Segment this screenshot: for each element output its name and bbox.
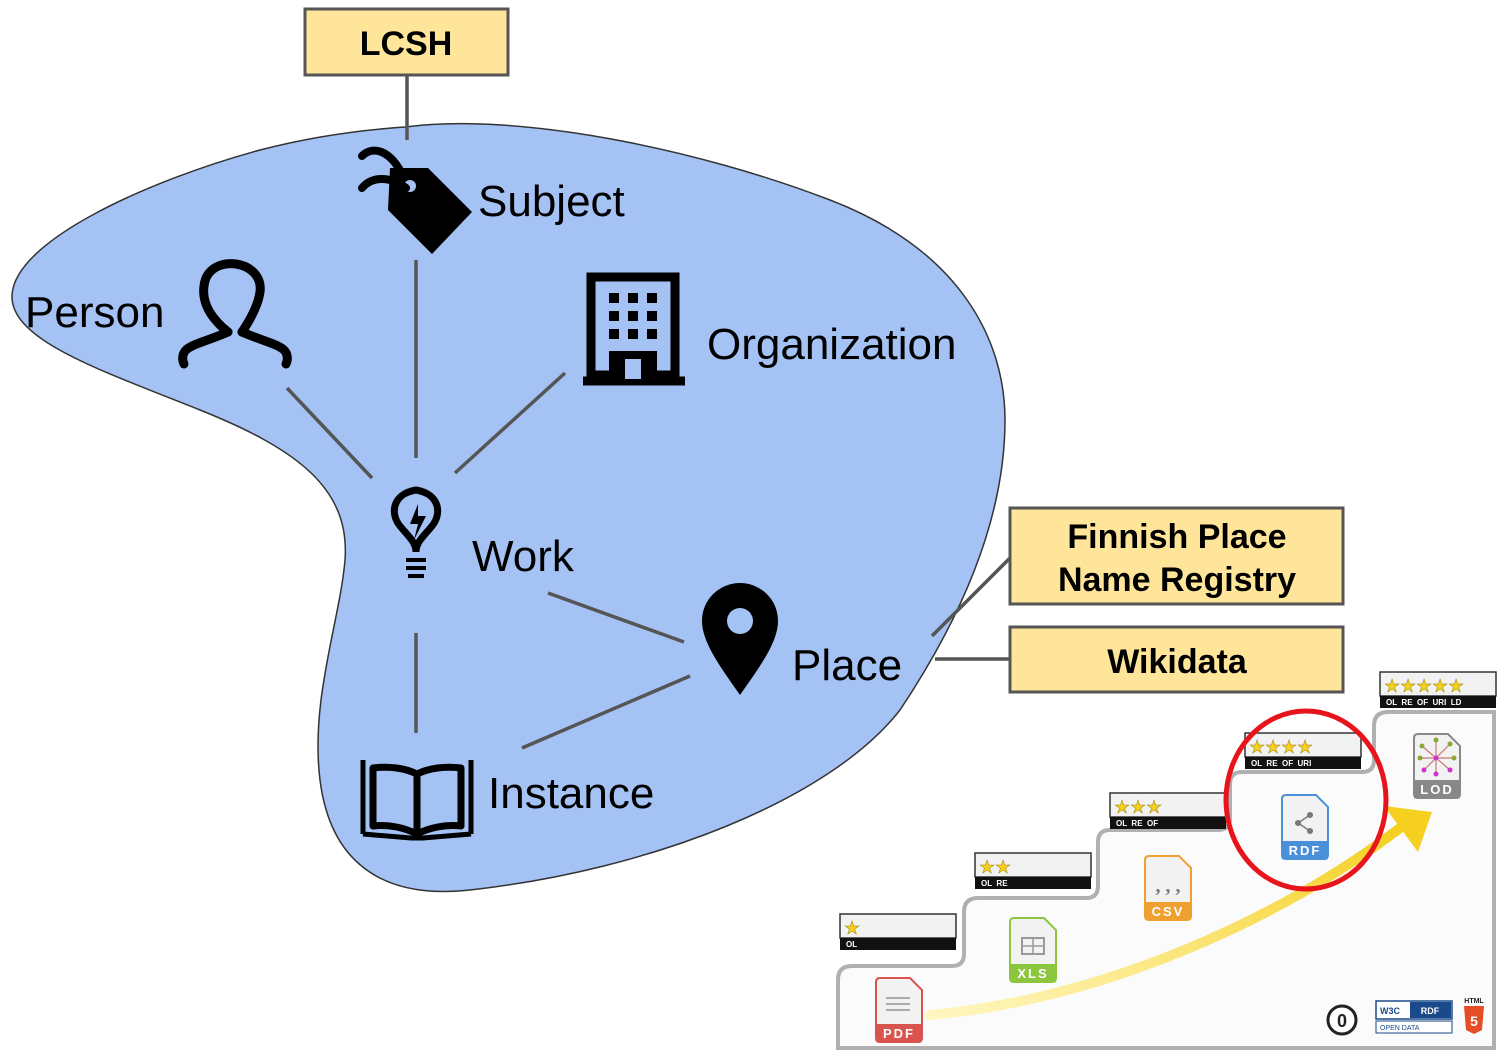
star-badge-label: OL RE [981, 879, 1008, 888]
progress-arrow-head [1384, 806, 1432, 852]
source-wikidata-label: Wikidata [1107, 643, 1248, 681]
edge-person-work [285, 386, 374, 480]
node-place-label: Place [792, 641, 902, 690]
node-work-label: Work [472, 532, 575, 581]
node-person-label: Person [25, 288, 164, 337]
svg-text:OPEN DATA: OPEN DATA [1380, 1025, 1420, 1032]
format-rdf-label: RDF [1289, 843, 1322, 858]
node-organization-label: Organization [707, 320, 956, 369]
svg-text:RDF: RDF [1421, 1006, 1440, 1016]
book-icon [360, 760, 474, 841]
edge-instance-place [521, 674, 691, 750]
five-star-open-data-graphic: ★OL★★OL RE★★★OL RE OF★★★★OL RE OF URI★★★… [836, 671, 1497, 1050]
node-subject-label: Subject [478, 177, 625, 226]
format-csv-label: CSV [1152, 904, 1185, 919]
lod-file-icon: LOD [1413, 733, 1461, 799]
format-lod-label: LOD [1420, 782, 1453, 797]
source-wikidata: Wikidata [1008, 625, 1345, 694]
star-badge-label: OL [846, 940, 857, 949]
source-finnish-line1: Finnish Place [1067, 518, 1286, 556]
star-badge-3: ★★★OL RE OF [1109, 792, 1227, 829]
star-icon: ★ [1130, 797, 1146, 818]
edge-work-place [547, 591, 685, 644]
star-icon: ★ [1249, 737, 1265, 758]
star-icon: ★ [1265, 737, 1281, 758]
svg-text:W3C: W3C [1380, 1006, 1401, 1016]
star-badge-2: ★★OL RE [974, 852, 1092, 889]
html5-logo: HTML 5 [1464, 998, 1484, 1034]
star-icon: ★ [1297, 737, 1313, 758]
building-icon [583, 272, 685, 386]
w3c-rdf-open-data-logo: W3C RDF OPEN DATA [1375, 1000, 1453, 1034]
csv-file-icon: , , , CSV [1144, 855, 1192, 921]
star-badge-1: ★OL [839, 913, 957, 950]
source-finnish-place-name-registry: Finnish Place Name Registry [1008, 506, 1345, 606]
node-instance-label: Instance [488, 769, 654, 818]
svg-text:5: 5 [1470, 1013, 1478, 1029]
tag-icon [358, 146, 472, 254]
star-icon: ★ [1384, 676, 1400, 697]
star-icon: ★ [1281, 737, 1297, 758]
star-icon: ★ [979, 857, 995, 878]
source-lcsh: LCSH [303, 7, 510, 77]
star-badge-label: OL RE OF URI LD [1386, 698, 1462, 707]
star-icon: ★ [1448, 676, 1464, 697]
star-icon: ★ [995, 857, 1011, 878]
edges [285, 76, 1012, 750]
svg-text:0: 0 [1337, 1011, 1347, 1031]
person-icon [178, 259, 292, 369]
star-icon: ★ [1416, 676, 1432, 697]
format-xls-label: XLS [1017, 966, 1048, 981]
xls-file-icon: XLS [1009, 917, 1057, 983]
rdf-highlight-circle [1223, 708, 1389, 892]
star-badge-5: ★★★★★OL RE OF URI LD [1379, 671, 1497, 708]
format-pdf-label: PDF [883, 1026, 915, 1041]
star-icon: ★ [1432, 676, 1448, 697]
star-badge-label: OL RE OF URI [1251, 759, 1311, 768]
rdf-file-icon: RDF [1281, 794, 1329, 860]
star-badge-4: ★★★★OL RE OF URI [1244, 732, 1362, 769]
svg-text:HTML: HTML [1464, 998, 1484, 1005]
star-icon: ★ [1114, 797, 1130, 818]
source-lcsh-label: LCSH [360, 25, 453, 63]
map-pin-icon [702, 583, 778, 695]
cc-zero-icon: 0 [1326, 1004, 1358, 1036]
edge-place-finnish [930, 556, 1012, 638]
lightbulb-icon [390, 486, 442, 578]
star-icon: ★ [1146, 797, 1162, 818]
progress-arrow [925, 823, 1405, 1020]
source-finnish-line2: Name Registry [1058, 561, 1296, 599]
edge-organization-work [453, 371, 567, 475]
svg-text:, , ,: , , , [1156, 875, 1181, 897]
star-icon: ★ [1400, 676, 1416, 697]
pdf-file-icon: PDF [875, 977, 923, 1043]
star-icon: ★ [844, 918, 860, 939]
domain-blob [11, 122, 1006, 893]
star-badge-label: OL RE OF [1116, 819, 1158, 828]
